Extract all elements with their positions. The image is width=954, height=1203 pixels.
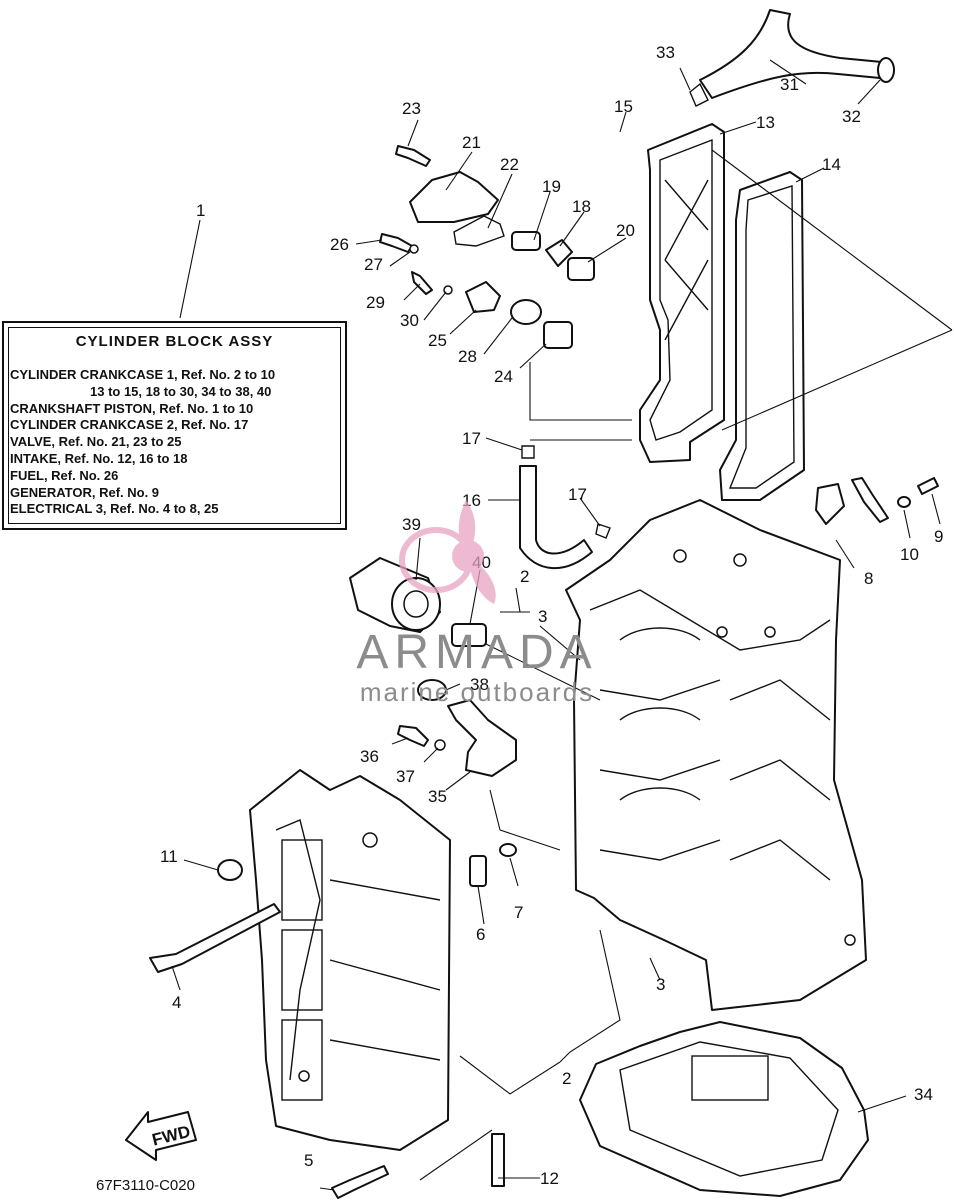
bolts	[149, 477, 939, 1199]
bracket-assembly	[397, 679, 517, 777]
fuel-hose	[519, 445, 611, 569]
leader-lines	[171, 59, 941, 1191]
callout-17-upper: 17	[462, 429, 481, 448]
callout-37: 37	[396, 767, 415, 786]
legend-list: CYLINDER CRANKCASE 1, Ref. No. 2 to 10 1…	[10, 367, 341, 518]
armada-logo-icon	[399, 500, 496, 604]
legend-box: CYLINDER BLOCK ASSY CYLINDER CRANKCASE 1…	[2, 321, 347, 530]
callout-39: 39	[402, 515, 421, 534]
fwd-arrow: FWD	[125, 1111, 197, 1161]
callout-2-lower: 2	[562, 1069, 571, 1088]
head-cover	[639, 123, 725, 463]
legend-line: VALVE, Ref. No. 21, 23 to 25	[10, 434, 182, 450]
callout-2-upper: 2	[520, 567, 529, 586]
legend-line: FUEL, Ref. No. 26	[10, 467, 119, 483]
callout-4: 4	[172, 993, 181, 1012]
callout-3-lower: 3	[656, 975, 665, 994]
callout-28: 28	[458, 347, 477, 366]
callout-24: 24	[494, 367, 513, 386]
callout-14: 14	[822, 155, 841, 174]
crankcase	[249, 769, 451, 1151]
callout-20: 20	[616, 221, 635, 240]
legend-line: 13 to 15, 18 to 30, 34 to 38, 40	[90, 383, 272, 399]
callout-27: 27	[364, 255, 383, 274]
callout-5: 5	[304, 1151, 313, 1170]
callout-31: 31	[780, 75, 799, 94]
oil-filter	[349, 557, 487, 647]
breather-hose	[689, 9, 895, 107]
callout-13: 13	[756, 113, 775, 132]
callout-25: 25	[428, 331, 447, 350]
callout-26: 26	[330, 235, 349, 254]
callout-17-lower: 17	[568, 485, 587, 504]
callout-7: 7	[514, 903, 523, 922]
legend-line: ELECTRICAL 3, Ref. No. 4 to 8, 25	[10, 501, 219, 517]
callout-12: 12	[540, 1169, 559, 1188]
thermostat-cover	[379, 145, 595, 349]
callout-6: 6	[476, 925, 485, 944]
legend-frame	[8, 327, 341, 524]
legend-line: CYLINDER CRANKCASE 2, Ref. No. 17	[10, 417, 249, 433]
legend-title: CYLINDER BLOCK ASSY	[75, 333, 274, 350]
callout-19: 19	[542, 177, 561, 196]
legend-line: INTAKE, Ref. No. 12, 16 to 18	[10, 450, 188, 466]
callout-34: 34	[914, 1085, 933, 1104]
callout-32: 32	[842, 107, 861, 126]
callout-10: 10	[900, 545, 919, 564]
cylinder-block	[565, 499, 867, 1011]
callout-3-upper: 3	[538, 607, 547, 626]
legend-line: CRANKSHAFT PISTON, Ref. No. 1 to 10	[10, 400, 254, 416]
diagram-code: 67F3110-C020	[96, 1177, 195, 1194]
callout-11: 11	[160, 847, 178, 866]
legend-line: GENERATOR, Ref. No. 9	[10, 484, 160, 500]
head-cover-gasket	[719, 171, 805, 501]
callout-15: 15	[614, 97, 633, 116]
callout-28-29: 29	[366, 293, 385, 312]
callout-9: 9	[934, 527, 943, 546]
callout-30: 30	[400, 311, 419, 330]
callout-1: 1	[196, 201, 205, 220]
callout-21: 21	[462, 133, 481, 152]
callout-22: 22	[500, 155, 519, 174]
callout-33: 33	[656, 43, 675, 62]
callout-35: 35	[428, 787, 447, 806]
base-gasket	[579, 1021, 869, 1197]
legend-line: CYLINDER CRANKCASE 1, Ref. No. 2 to 10	[10, 367, 276, 382]
callout-38: 38	[470, 675, 489, 694]
callout-23: 23	[402, 99, 421, 118]
callout-8: 8	[864, 569, 873, 588]
callout-18: 18	[572, 197, 591, 216]
callout-36: 36	[360, 747, 379, 766]
